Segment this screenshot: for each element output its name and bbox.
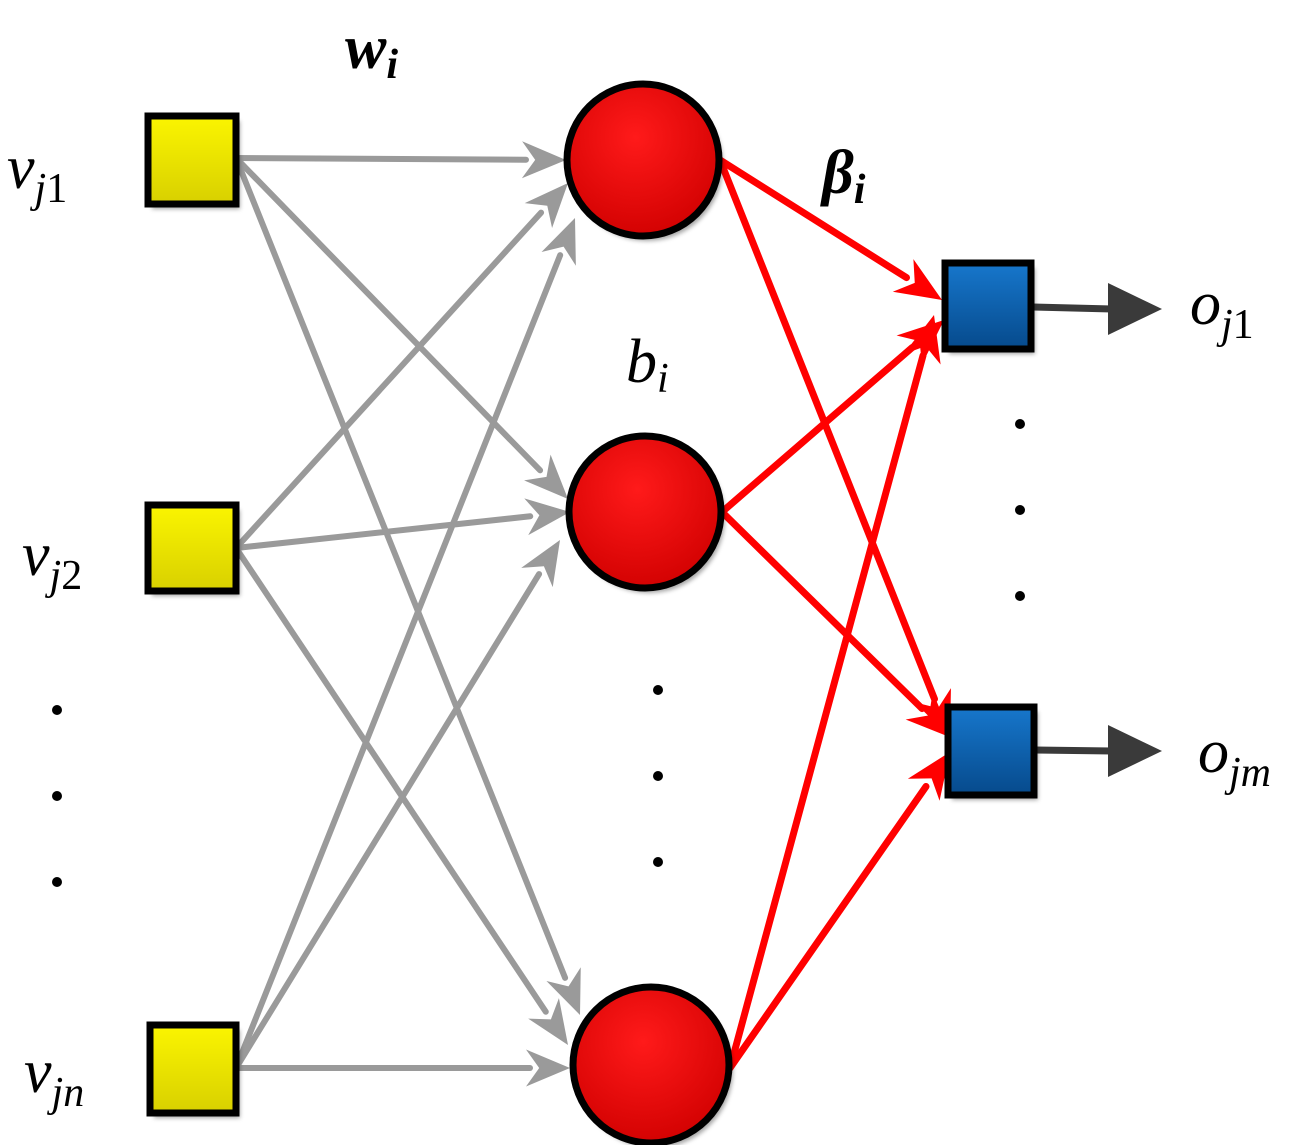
input-edge-1-to-hidden-2 bbox=[233, 155, 568, 499]
hidden-node-n bbox=[569, 983, 733, 1145]
input-ellipsis bbox=[52, 705, 62, 887]
output-edge-hidden-2-to-output-2 bbox=[718, 508, 952, 738]
input-label-2: vj2 bbox=[22, 521, 82, 599]
input-edge-1-to-hidden-1 bbox=[233, 141, 566, 179]
output-arrow-2 bbox=[1034, 725, 1162, 777]
output-node-m bbox=[944, 703, 1038, 799]
input-edge-3-to-hidden-3 bbox=[233, 1049, 570, 1087]
output-node-1 bbox=[941, 259, 1035, 353]
input-node-2 bbox=[144, 501, 240, 595]
output-arrow-1 bbox=[1032, 283, 1162, 335]
output-label-1: oj1 bbox=[1190, 270, 1254, 348]
input-node-n bbox=[146, 1021, 240, 1117]
input-weight-label: wi bbox=[345, 14, 398, 88]
input-edge-2-to-hidden-3 bbox=[233, 545, 568, 1045]
input-edge-1-to-hidden-3 bbox=[233, 155, 581, 1015]
input-weight-edges bbox=[233, 141, 581, 1087]
input-edge-3-to-hidden-2 bbox=[233, 540, 560, 1071]
input-edge-3-to-hidden-1 bbox=[233, 218, 576, 1071]
output-label-m: ojm bbox=[1198, 718, 1271, 796]
output-weight-edges bbox=[716, 156, 952, 1072]
output-ellipsis bbox=[1015, 419, 1025, 601]
input-node-1 bbox=[144, 112, 240, 208]
hidden-ellipsis bbox=[653, 685, 663, 867]
input-edge-2-to-hidden-2 bbox=[233, 498, 570, 551]
output-edge-hidden-3-to-output-2 bbox=[726, 752, 950, 1072]
output-weight-label: βi bbox=[820, 139, 866, 213]
output-edge-hidden-1-to-output-1 bbox=[716, 156, 942, 300]
output-edge-hidden-1-to-output-2 bbox=[716, 156, 951, 738]
input-label-1: vj1 bbox=[7, 134, 67, 212]
input-edge-2-to-hidden-1 bbox=[233, 183, 568, 551]
hidden-node-1 bbox=[563, 80, 723, 240]
output-edge-hidden-3-to-output-1 bbox=[726, 315, 941, 1072]
hidden-bias-label: bi bbox=[626, 328, 669, 402]
hidden-node-2 bbox=[565, 432, 725, 592]
input-label-n: vjn bbox=[24, 1038, 84, 1116]
